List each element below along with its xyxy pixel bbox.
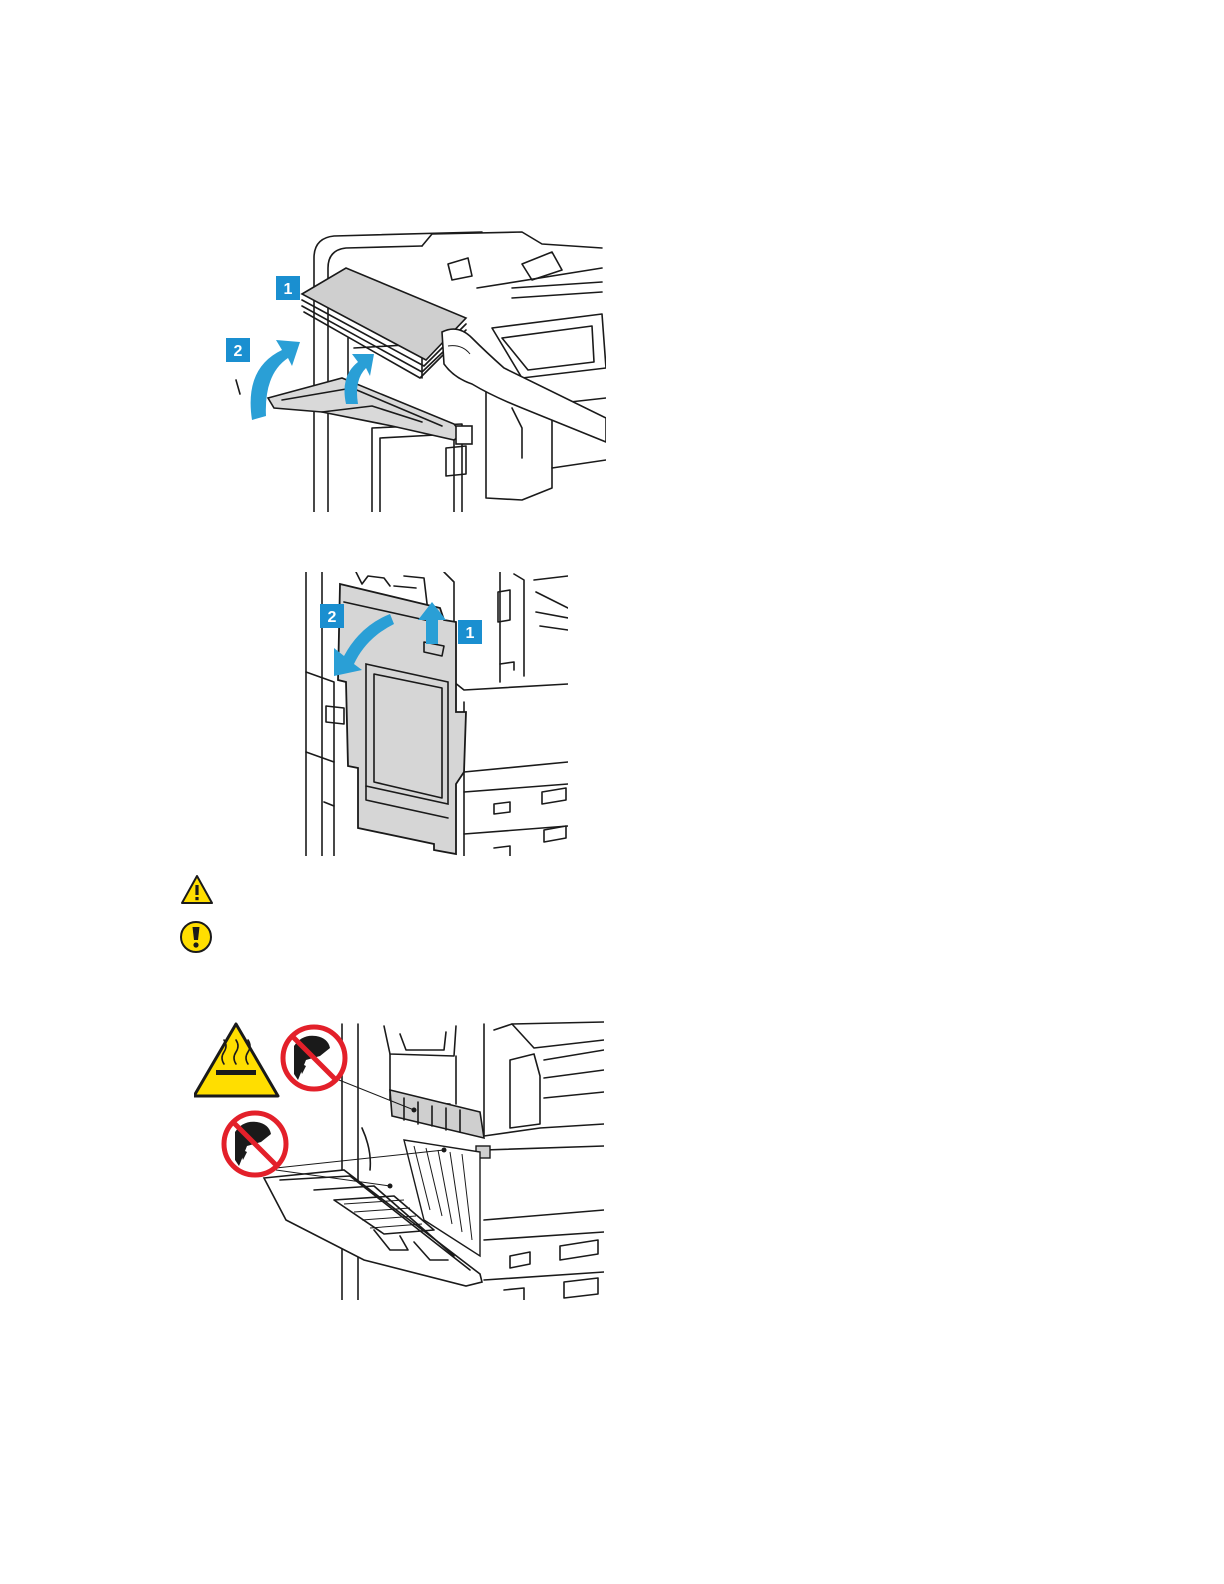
warning-triangle-icon xyxy=(180,874,214,906)
svg-text:1: 1 xyxy=(284,281,293,298)
do-not-touch-icon xyxy=(283,1027,345,1089)
svg-text:1: 1 xyxy=(466,625,475,642)
figure-hot-areas-inside-door xyxy=(194,1020,604,1300)
caution-circle-icon xyxy=(179,920,213,954)
figure-open-door-a: 2 1 xyxy=(304,572,568,856)
svg-text:2: 2 xyxy=(328,609,337,626)
step-badge-2: 2 xyxy=(320,604,344,628)
step-badge-1: 1 xyxy=(458,620,482,644)
figure-close-bypass-tray: 1 2 xyxy=(222,228,606,512)
svg-text:2: 2 xyxy=(234,343,243,360)
step-badge-2: 2 xyxy=(226,338,250,362)
hot-surface-warning-icon xyxy=(194,1024,278,1096)
do-not-touch-icon xyxy=(224,1113,286,1175)
step-badge-1: 1 xyxy=(276,276,300,300)
